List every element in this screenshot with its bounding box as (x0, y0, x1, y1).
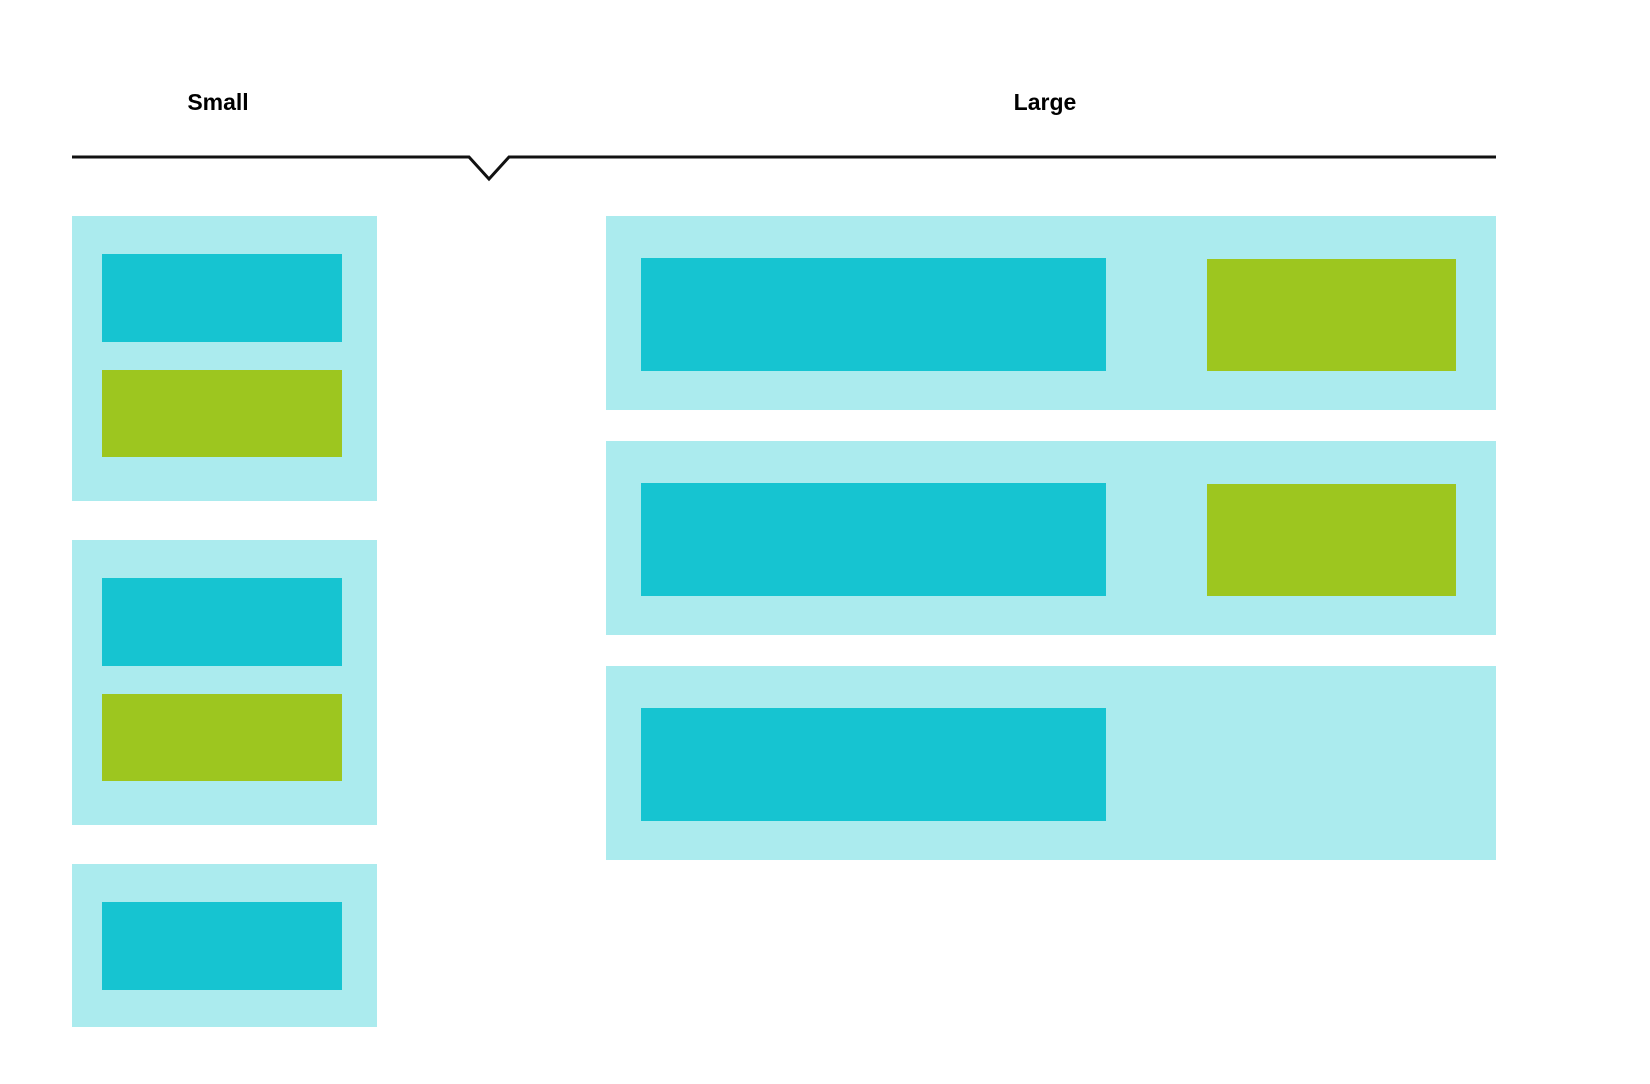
small-card-1-primary-block (102, 254, 342, 342)
small-layout-card-3 (72, 864, 377, 1027)
large-layout-card-2 (606, 441, 1496, 635)
breakpoint-divider (72, 155, 1496, 182)
small-layout-card-2 (72, 540, 377, 825)
large-layout-card-1 (606, 216, 1496, 410)
large-card-1-primary-block (641, 258, 1106, 371)
small-breakpoint-label: Small (187, 89, 249, 115)
small-card-1-secondary-block (102, 370, 342, 457)
large-card-3-primary-block (641, 708, 1106, 821)
small-layout-card-1 (72, 216, 377, 501)
small-card-3-primary-block (102, 902, 342, 990)
small-card-2-secondary-block (102, 694, 342, 781)
small-card-2-primary-block (102, 578, 342, 666)
large-breakpoint-label: Large (1013, 89, 1077, 115)
large-layout-card-3 (606, 666, 1496, 860)
large-card-2-secondary-block (1207, 484, 1456, 596)
breakpoint-marker-line (72, 155, 1496, 182)
large-card-2-primary-block (641, 483, 1106, 596)
large-card-1-secondary-block (1207, 259, 1456, 371)
